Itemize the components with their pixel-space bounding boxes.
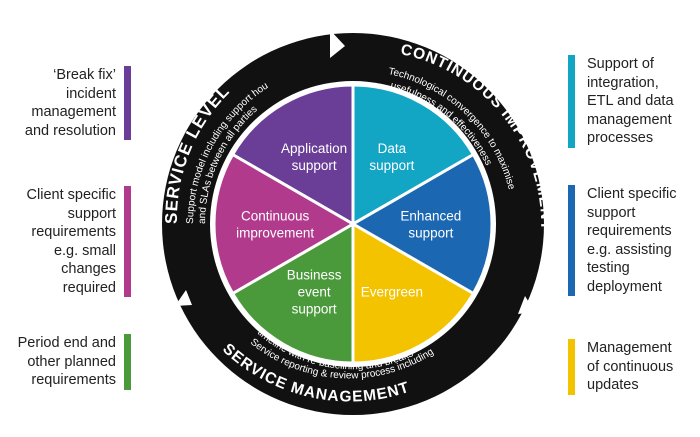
segment-enhanced-support <box>349 152 494 296</box>
note-color-bar <box>124 334 131 390</box>
segment-continuous-improvement-segment <box>212 152 357 296</box>
ring-separator <box>175 290 192 306</box>
note-text: Management of continuous updates <box>587 340 674 393</box>
segment-data-support <box>351 83 476 227</box>
segments <box>212 83 494 365</box>
note-integration-etl: Support of integration, ETL and data man… <box>568 55 700 148</box>
note-text: Client specific support requirements e.g… <box>26 187 116 296</box>
segment-evergreen <box>351 221 476 365</box>
segment-label-evergreen: Evergreen <box>361 284 423 299</box>
ring-separator <box>518 296 535 314</box>
note-color-bar <box>568 185 575 296</box>
note-text: Support of integration, ETL and data man… <box>587 56 674 146</box>
note-continuous-updates: Management of continuous updates <box>568 339 700 395</box>
note-text: Period end and other planned requirement… <box>17 335 116 388</box>
note-break-fix: ‘Break fix’ incident management and reso… <box>0 66 131 140</box>
note-text: Client specific support requirements e.g… <box>587 186 677 295</box>
note-period-end: Period end and other planned requirement… <box>0 334 131 390</box>
ring-separator <box>330 30 345 58</box>
note-color-bar <box>124 66 131 140</box>
note-color-bar <box>124 186 131 297</box>
segment-business-event-support <box>230 221 355 365</box>
note-color-bar <box>568 55 575 148</box>
note-text: ‘Break fix’ incident management and reso… <box>24 67 116 139</box>
note-color-bar <box>568 339 575 395</box>
note-client-testing: Client specific support requirements e.g… <box>568 185 700 296</box>
note-client-small-changes: Client specific support requirements e.g… <box>0 186 131 297</box>
segment-application-support <box>230 83 355 227</box>
